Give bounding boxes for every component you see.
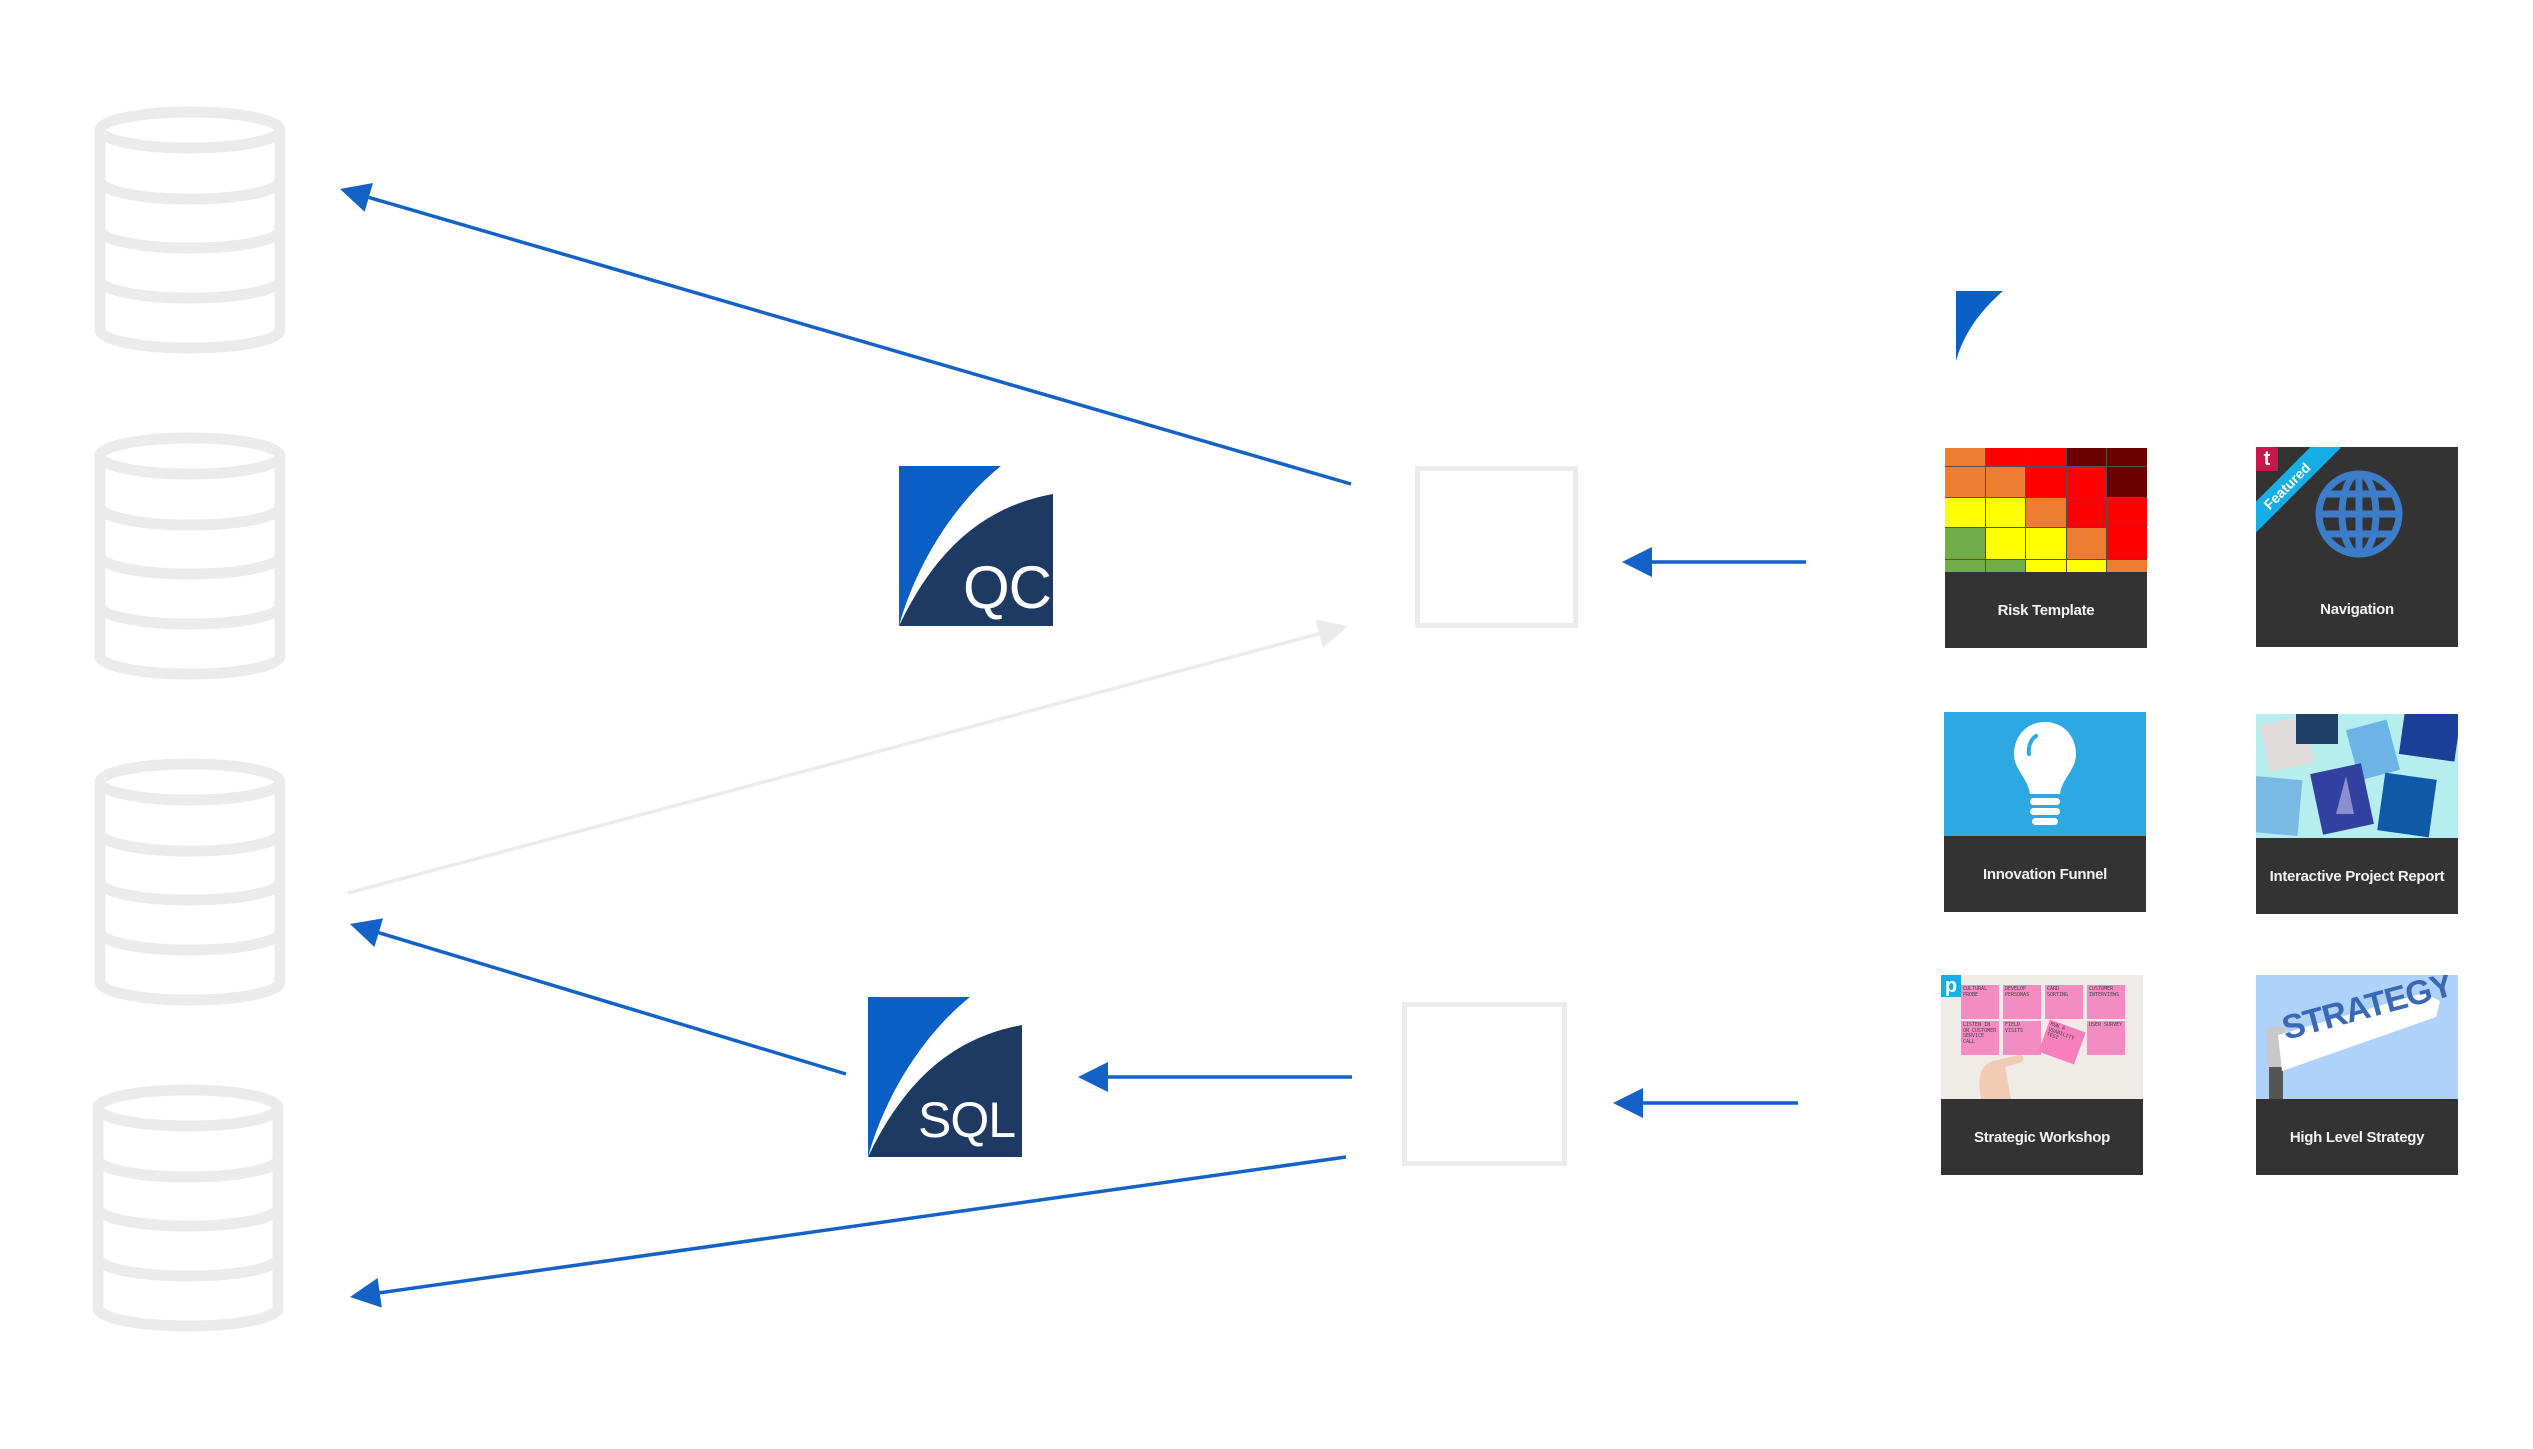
tile-high-level-strategy[interactable]: STRATEGY High Level Strategy (2256, 975, 2458, 1175)
database-icon (94, 432, 286, 680)
sticky-note: DEVELOP PERSONAS (2003, 985, 2041, 1019)
heatmap-cell (2026, 528, 2066, 559)
arrowhead-icon (1622, 547, 1652, 577)
heatmap-cell (1945, 498, 1985, 527)
arrow-line (368, 195, 1352, 486)
heatmap-cell (1945, 448, 1985, 466)
heatmap-cell (1985, 560, 2026, 572)
tile-label: High Level Strategy (2289, 1128, 2425, 1146)
placeholder-box-top (1415, 466, 1578, 628)
arrowhead-icon (1078, 1062, 1108, 1092)
heatmap-cell (2066, 560, 2107, 572)
database-icon (94, 758, 286, 1006)
heatmap-cell (2107, 467, 2147, 497)
tile-label: Strategic Workshop (1973, 1128, 2111, 1146)
sticky-note: CULTURAL PROBE (1961, 985, 1999, 1019)
arrowhead-icon (340, 183, 374, 212)
heatmap-cell (2026, 448, 2066, 466)
arrow-box-top-to-db1 (340, 183, 1352, 486)
sticky-note: LISTEN IN ON CUSTOMER SERVICE CALL (1961, 1021, 1999, 1055)
sticky-note: CUSTOMER INTERVIEWS (2087, 985, 2125, 1019)
arrowhead-icon (1613, 1088, 1643, 1118)
arrow-line (379, 1155, 1347, 1295)
qc-logo: QC (897, 466, 1053, 626)
heatmap-cell (2066, 528, 2107, 559)
brand-swoosh-icon (1956, 291, 2003, 361)
tile-interactive-project-report[interactable]: Interactive Project Report (2256, 714, 2458, 914)
arrow-box-bottom-to-sql (1078, 1062, 1352, 1092)
globe-icon (2315, 470, 2403, 558)
arrowhead-icon (1315, 619, 1348, 649)
heatmap-cell (1985, 528, 2026, 559)
strategy-signpost-image: STRATEGY (2256, 975, 2458, 1099)
template-badge: t (2256, 447, 2278, 471)
sql-logo-mark-icon (866, 997, 1022, 1157)
hand-icon (1979, 1055, 2024, 1099)
tile-innovation-funnel[interactable]: Innovation Funnel (1944, 712, 2146, 912)
heatmap-cell (2026, 467, 2066, 497)
arrow-box-bottom-to-db4 (350, 1155, 1347, 1308)
arrow-sql-to-db3 (350, 918, 847, 1076)
project-report-collage-image (2256, 714, 2458, 838)
sql-logo: SQL (866, 997, 1022, 1157)
arrow-line (378, 931, 847, 1076)
heatmap-cell (1985, 467, 2026, 497)
tile-label: Interactive Project Report (2269, 867, 2445, 885)
tile-risk-template[interactable]: Risk Template (1945, 448, 2147, 648)
tile-label: Innovation Funnel (1982, 865, 2108, 883)
signpost-icon (2267, 993, 2440, 1099)
template-badge: p (1941, 975, 1961, 997)
project-report-collage-icon (2256, 714, 2458, 838)
heatmap-cell (1945, 560, 1985, 572)
heatmap-cell (1945, 467, 1985, 497)
arrow-line (347, 632, 1320, 895)
sticky-note: CARD SORTING (2045, 985, 2083, 1019)
database-icon (92, 1084, 284, 1332)
heatmap-cell (2026, 560, 2066, 572)
tile-navigation[interactable]: Featured t Navigation (2256, 447, 2458, 647)
arrow-tiles-to-box-top (1622, 547, 1806, 577)
heatmap-cell (2107, 560, 2147, 572)
heatmap-cell (2066, 448, 2107, 466)
qc-logo-label: QC (963, 554, 1052, 621)
heatmap-cell (2107, 528, 2147, 559)
heatmap-cell (2066, 498, 2107, 527)
arrowhead-icon (350, 918, 384, 948)
lightbulb-icon (2014, 722, 2076, 825)
database-icon (94, 106, 286, 354)
lightbulb-image (1944, 712, 2146, 836)
risk-heatmap-image (1945, 448, 2147, 572)
heatmap-cell (2026, 498, 2066, 527)
risk-heatmap-grid (1945, 448, 2147, 572)
placeholder-box-bottom (1402, 1002, 1567, 1166)
sql-logo-label: SQL (918, 1092, 1016, 1148)
heatmap-cell (2107, 448, 2147, 466)
heatmap-cell (2107, 498, 2147, 527)
arrow-tiles-to-box-bottom (1613, 1088, 1798, 1118)
tile-label: Navigation (2320, 600, 2394, 618)
heatmap-cell (2066, 467, 2107, 497)
globe-image: Featured t (2256, 447, 2458, 571)
arrowhead-icon (350, 1277, 382, 1308)
sticky-note: FIELD VISITS (2003, 1021, 2041, 1055)
heatmap-cell (1985, 498, 2026, 527)
arrow-db3-to-box-top (347, 619, 1348, 895)
sticky-note: USER SURVEY (2087, 1021, 2125, 1055)
tile-label: Risk Template (1997, 601, 2095, 619)
heatmap-cell (1985, 448, 2026, 466)
heatmap-cell (1945, 528, 1985, 559)
qc-logo-mark-icon (897, 466, 1053, 626)
